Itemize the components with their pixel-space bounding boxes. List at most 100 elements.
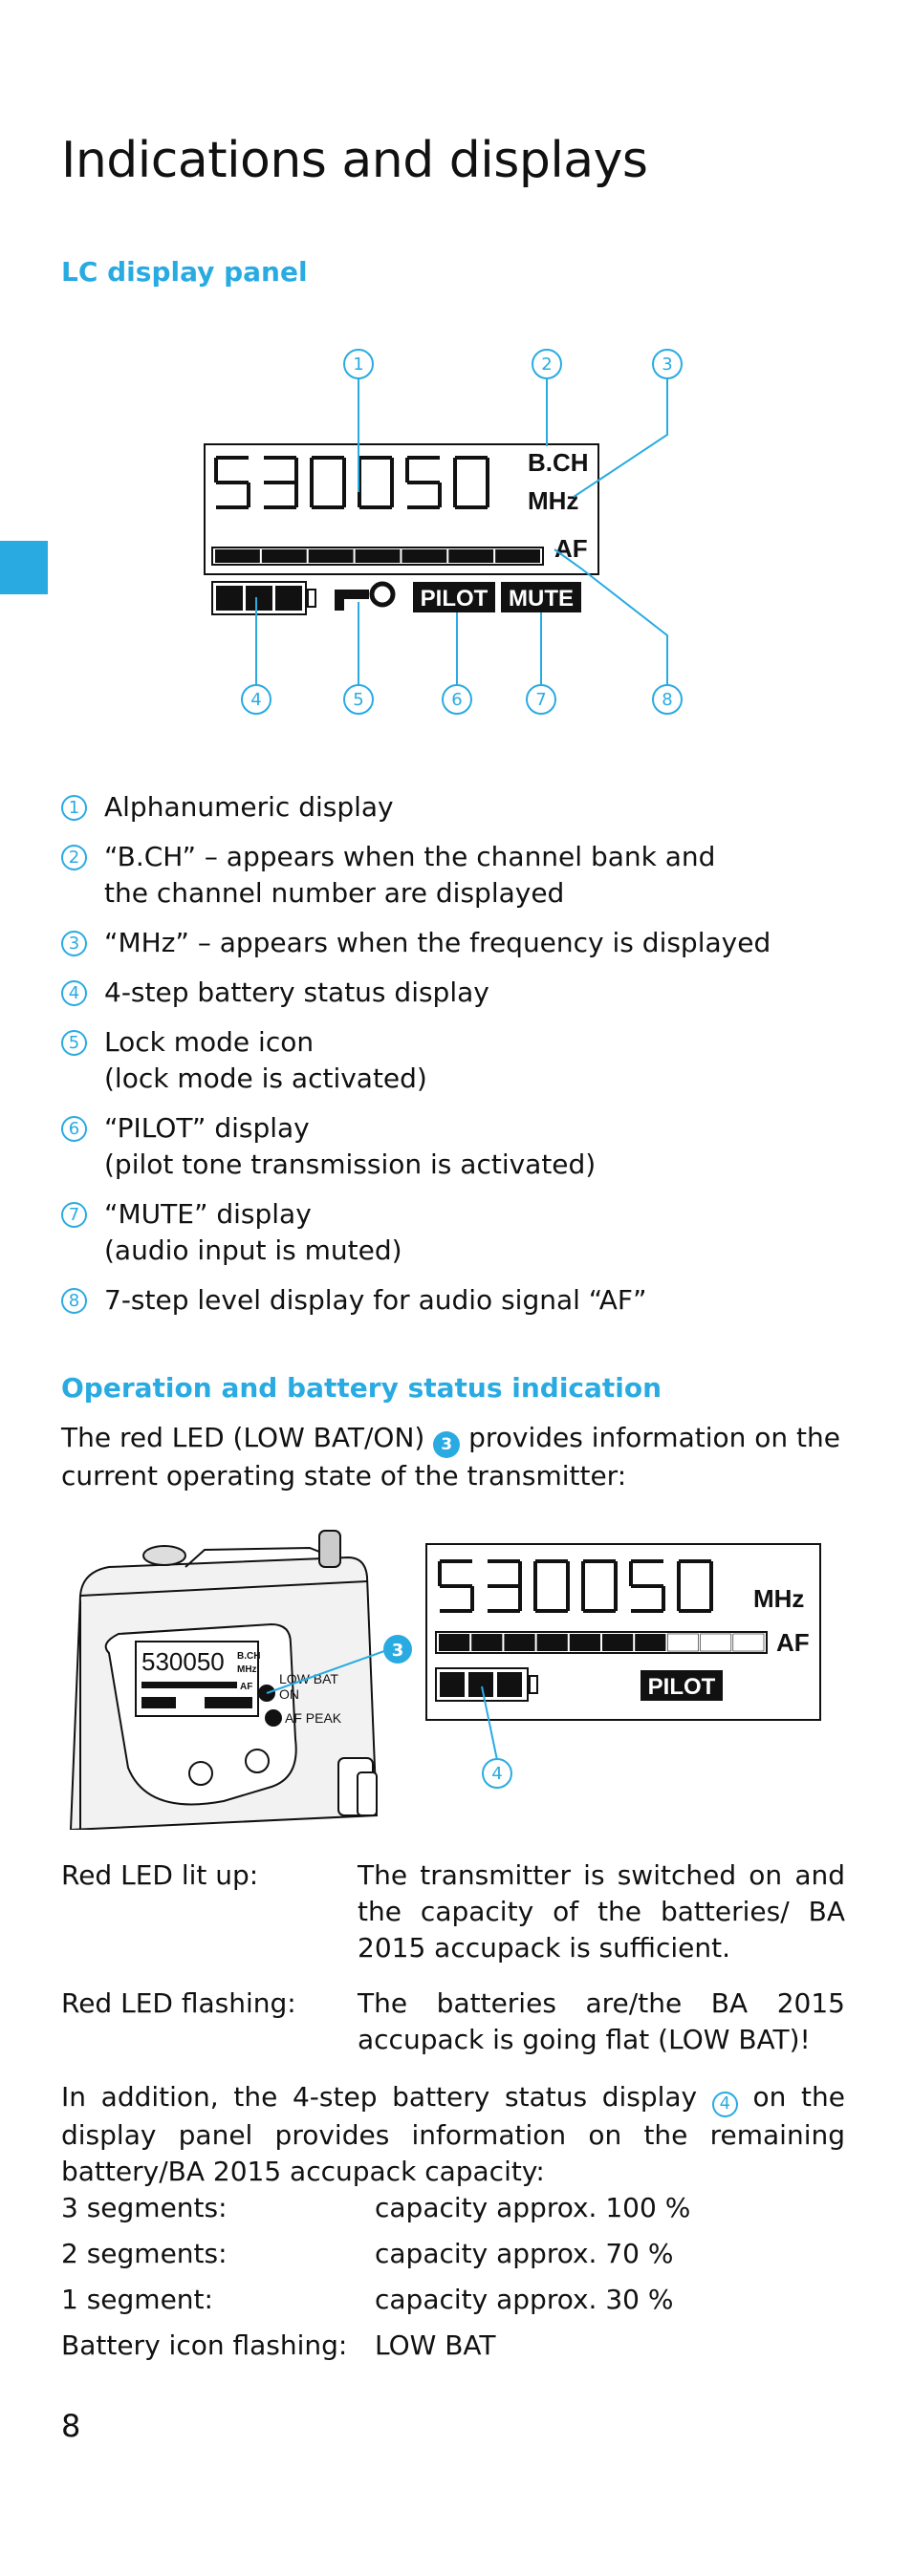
capacity-label: 1 segment: [61, 2284, 213, 2315]
legend-item: 4 4-step battery status display [61, 975, 845, 1011]
level-segment [635, 1634, 666, 1651]
operation-intro: The red LED (LOW BAT/ON) 3 provides info… [61, 1420, 845, 1494]
callout-6: 6 [451, 690, 462, 710]
legend-line: 4-step battery status display [104, 977, 489, 1008]
level-segment [448, 549, 494, 563]
legend-number: 5 [61, 1030, 87, 1056]
level-segment [215, 549, 260, 563]
level-segment [471, 1634, 503, 1651]
led-callout: 3 [392, 1641, 404, 1661]
level-segment [495, 549, 540, 563]
pilot-indicator [413, 582, 495, 612]
battery-segment [440, 1672, 465, 1697]
legend-line: (pilot tone transmission is activated) [104, 1148, 597, 1180]
battery-reference-marker: 4 [711, 2091, 738, 2117]
legend-item: 7 “MUTE” display (audio input is muted) [61, 1196, 845, 1269]
level-segment [402, 549, 447, 563]
af-level-bar [211, 547, 544, 566]
capacity-row: 1 segment: capacity approx. 30 % [61, 2282, 673, 2318]
level-segment [439, 1634, 470, 1651]
mini-mhz: MHz [237, 1664, 257, 1675]
operation-subheading: Operation and battery status indication [61, 1372, 662, 1404]
led-callout-circle [383, 1635, 412, 1664]
capacity-value: capacity approx. 70 % [375, 2238, 674, 2269]
legend-item: 8 7-step level display for audio signal … [61, 1282, 845, 1319]
capacity-label: 2 segments: [61, 2238, 228, 2269]
lc-display-diagram: B.CH MHz AF PILOT MUTE 1 2 3 4 5 6 7 8 5… [204, 349, 683, 715]
display-pilot: PILOT [648, 1674, 716, 1700]
callout-4: 4 [250, 690, 261, 710]
battery-status-paragraph: In addition, the 4-step battery status d… [61, 2079, 845, 2190]
legend-number: 8 [61, 1288, 87, 1314]
legend-number: 3 [61, 931, 87, 956]
mini-digits: 530050 [141, 1647, 225, 1676]
capacity-row: 3 segments: capacity approx. 100 % [61, 2190, 690, 2226]
lc-display-subheading: LC display panel [61, 256, 308, 288]
battery-callout-circle [482, 1758, 512, 1789]
level-segment [700, 1633, 732, 1652]
level-segment [667, 1633, 699, 1652]
mhz-label: MHz [528, 486, 578, 515]
intro-text: The red LED (LOW BAT/ON) [61, 1422, 425, 1453]
legend-line: “PILOT” display [104, 1112, 310, 1144]
capacity-label: Battery icon flashing: [61, 2329, 348, 2361]
legend-item: 5 Lock mode icon (lock mode is activated… [61, 1024, 845, 1097]
mute-label: MUTE [509, 586, 574, 612]
mini-bch: B.CH [237, 1651, 260, 1662]
legend-number: 7 [61, 1202, 87, 1228]
led-state-description: The batteries are/the BA 2015 accupack i… [358, 1987, 845, 2055]
led-state-label: Red LED flashing: [61, 1987, 296, 2019]
led-state-row: Red LED lit up: The transmitter is switc… [61, 1857, 845, 1966]
lock-mode-icon [335, 581, 396, 611]
capacity-value: capacity approx. 30 % [375, 2284, 674, 2315]
legend-item: 1 Alphanumeric display [61, 789, 845, 826]
page-number: 8 [61, 2408, 81, 2444]
capacity-row: 2 segments: capacity approx. 70 % [61, 2236, 673, 2272]
section-tab-marker [0, 541, 48, 594]
capacity-value: LOW BAT [375, 2329, 496, 2361]
display-af: AF [776, 1628, 810, 1657]
legend-line: “MHz” – appears when the frequency is di… [104, 927, 771, 958]
display-mhz: MHz [753, 1584, 804, 1613]
battery-tip [529, 1675, 538, 1694]
display-af-bar [435, 1631, 768, 1654]
level-segment [602, 1634, 634, 1651]
display-legend: 1 Alphanumeric display 2 “B.CH” – appear… [61, 789, 845, 1332]
legend-line: (lock mode is activated) [104, 1063, 427, 1094]
battery-segment [497, 1672, 522, 1697]
level-segment [504, 1634, 535, 1651]
callout-2: 2 [541, 354, 552, 375]
capacity-row: Battery icon flashing: LOW BAT [61, 2328, 496, 2364]
af-label: AF [554, 534, 588, 563]
legend-item: 3 “MHz” – appears when the frequency is … [61, 925, 845, 961]
legend-number: 1 [61, 795, 87, 821]
addition-text: on the display panel provides informatio… [61, 2081, 845, 2187]
led-label-on: ON [279, 1686, 299, 1702]
addition-text: In addition, the 4-step battery status d… [61, 2081, 698, 2113]
page-title: Indications and displays [61, 132, 648, 189]
level-segment [536, 1634, 568, 1651]
callout-1: 1 [353, 354, 363, 375]
mini-af: AF [240, 1682, 252, 1692]
callout-5: 5 [353, 690, 363, 710]
pilot-label: PILOT [421, 586, 489, 612]
display-pilot-indicator [641, 1670, 723, 1701]
led-reference-marker: 3 [433, 1431, 461, 1458]
legend-number: 2 [61, 845, 87, 870]
level-segment [261, 549, 307, 563]
capacity-value: capacity approx. 100 % [375, 2192, 691, 2223]
led-state-label: Red LED lit up: [61, 1859, 259, 1891]
capacity-label: 3 segments: [61, 2192, 228, 2223]
legend-line: “MUTE” display [104, 1198, 312, 1230]
legend-item: 6 “PILOT” display (pilot tone transmissi… [61, 1110, 845, 1183]
transmitter-figure: 530050 B.CH MHz AF LOW BAT ON AF PEAK 3 … [69, 1530, 821, 1830]
callout-8: 8 [662, 690, 672, 710]
intro-text: provides information on the current oper… [61, 1422, 840, 1492]
battery-segment [468, 1672, 493, 1697]
led-label-afpeak: AF PEAK [285, 1710, 342, 1726]
legend-item: 2 “B.CH” – appears when the channel bank… [61, 839, 845, 912]
legend-line: “B.CH” – appears when the channel bank a… [104, 841, 716, 872]
legend-line: (audio input is muted) [104, 1234, 402, 1266]
legend-line: 7-step level display for audio signal “A… [104, 1284, 647, 1316]
callout-7: 7 [535, 690, 546, 710]
